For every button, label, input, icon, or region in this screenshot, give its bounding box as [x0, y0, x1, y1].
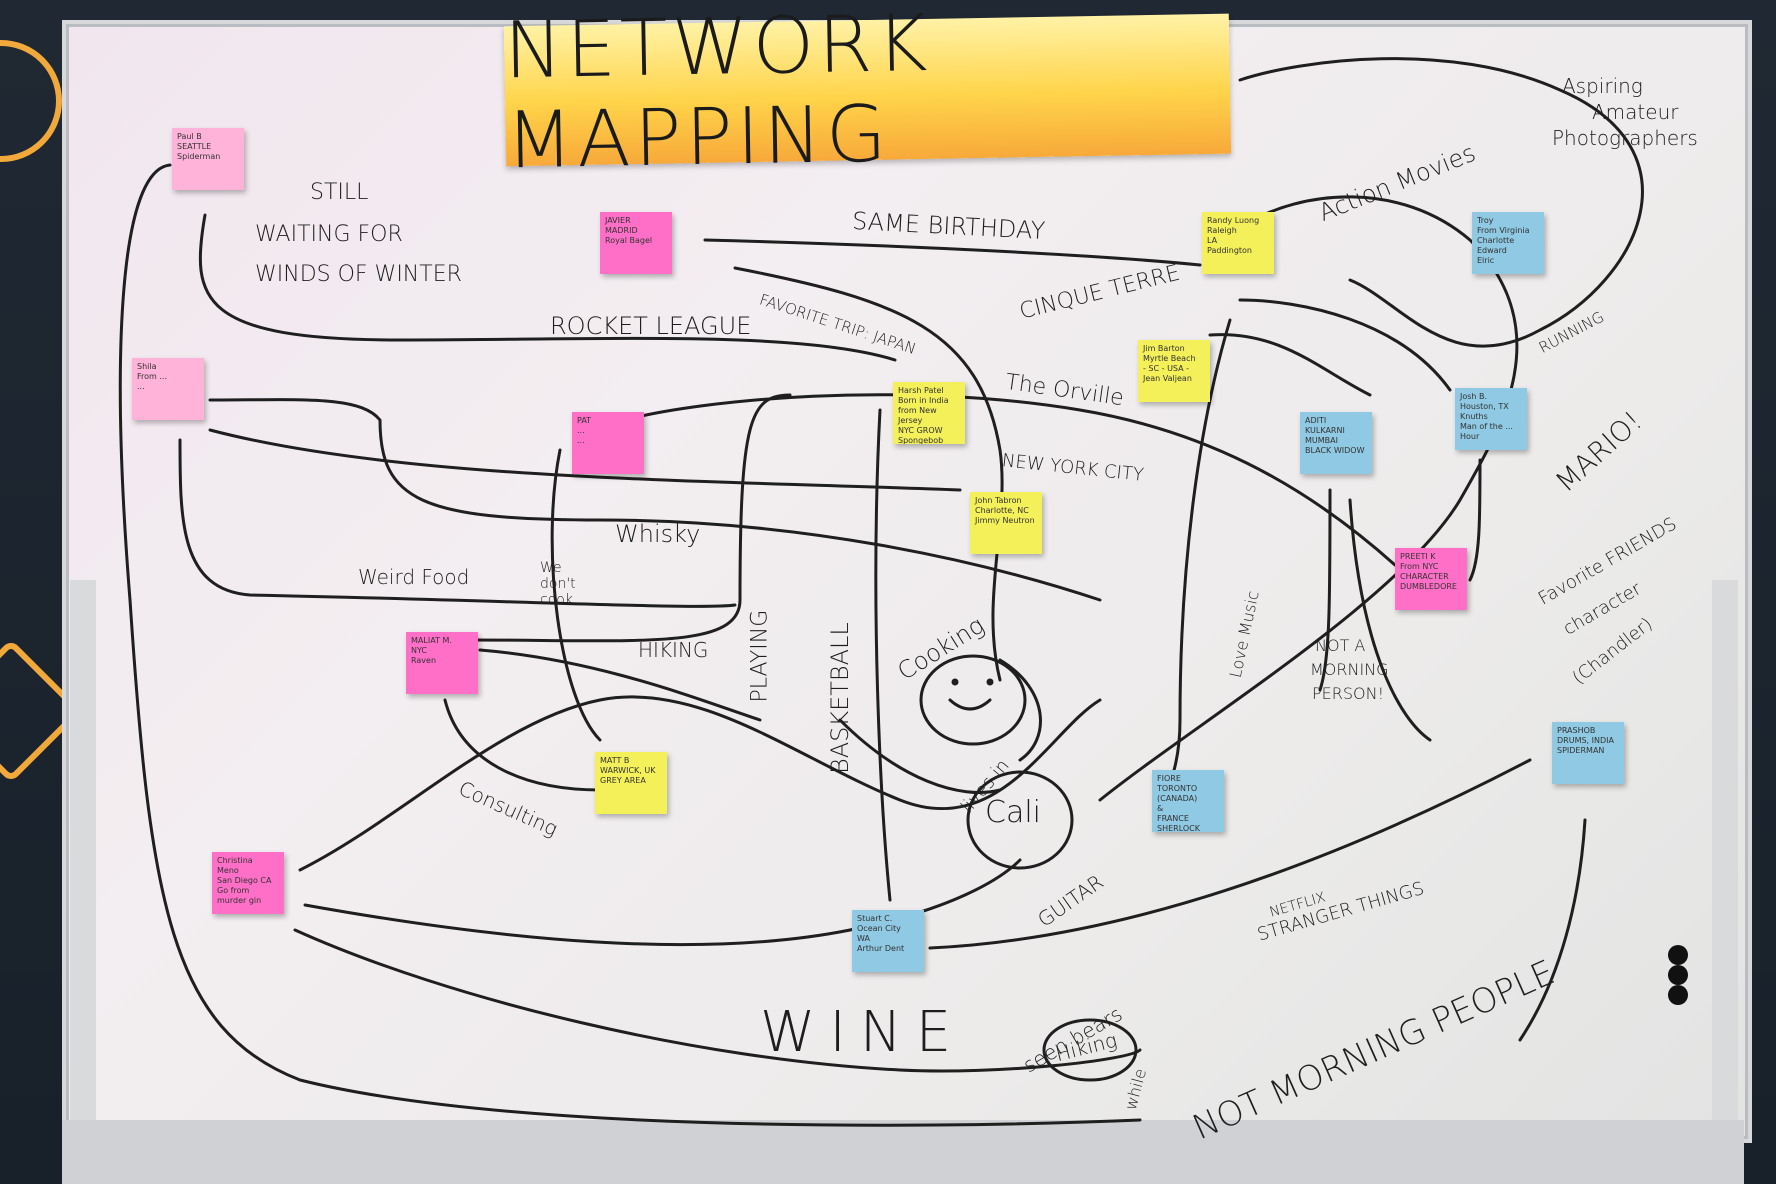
label-still: STILL [310, 180, 369, 205]
label-we-dont-cook: We don't cook [540, 560, 576, 608]
banner-title: NETWORK MAPPING [503, 0, 933, 187]
label-winds-of-winter: WINDS OF WINTER [255, 262, 462, 287]
label-waiting-for: WAITING FOR [255, 222, 403, 247]
label-rocket-league: ROCKET LEAGUE [550, 312, 752, 340]
board-bottom-tray [62, 1120, 1744, 1184]
label-cali: Cali [985, 795, 1042, 830]
sticky-note-troy: Troy From Virginia Charlotte Edward Elri… [1472, 212, 1544, 274]
board-magnet [1668, 985, 1688, 1005]
sticky-note-josh: Josh B. Houston, TX Knuths Man of the ..… [1455, 388, 1527, 450]
sticky-note-john: John Tabron Charlotte, NC Jimmy Neutron [970, 492, 1042, 554]
sticky-note-maliat: MALIAT M. NYC Raven [406, 632, 478, 694]
sticky-note-javier: JAVIER MADRID Royal Bagel [600, 212, 672, 274]
label-weird-food: Weird Food [358, 565, 470, 589]
sticky-note-randy: Randy Luong Raleigh LA Paddington [1202, 212, 1274, 274]
board-magnet [1668, 965, 1688, 985]
label-wine: WINE [760, 1000, 966, 1065]
label-aspiring: Aspiring [1562, 74, 1643, 98]
label-basketball: BASKETBALL [826, 622, 854, 774]
sticky-note-christina: Christina Meno San Diego CA Go from murd… [212, 852, 284, 914]
label-hiking: HIKING [638, 638, 709, 662]
sticky-note-matt: MATT B WARWICK, UK GREY AREA [595, 752, 667, 814]
sticky-note-shila: Shila From ... ... [132, 358, 204, 420]
label-whisky: Whisky [615, 520, 701, 548]
label-playing: PLAYING [747, 609, 773, 703]
label-not-a: NOT A [1315, 636, 1366, 655]
label-amateur: Amateur [1592, 100, 1679, 124]
sticky-note-jim: Jim Barton Myrtle Beach - SC - USA - Jea… [1138, 340, 1210, 402]
sticky-note-aditi: ADITI KULKARNI MUMBAI BLACK WIDOW [1300, 412, 1372, 474]
sticky-note-paul: Paul B SEATTLE Spiderman [172, 128, 244, 190]
label-person: PERSON! [1312, 684, 1385, 703]
sticky-note-preeti: PREETI K From NYC CHARACTER DUMBLEDORE [1395, 548, 1467, 610]
network-mapping-banner: NETWORK MAPPING [503, 0, 1232, 186]
board-stand-right [1712, 580, 1738, 1184]
sticky-note-harsh: Harsh Patel Born in India from New Jerse… [893, 382, 965, 444]
sticky-note-pat: PAT ... ... [572, 412, 644, 474]
sticky-note-stuart: Stuart C. Ocean City WA Arthur Dent [852, 910, 924, 972]
board-stand-left [70, 580, 96, 1184]
board-magnet [1668, 945, 1688, 965]
sticky-note-prashob: PRASHOB DRUMS, INDIA SPIDERMAN [1552, 722, 1624, 784]
label-morning: MORNING [1310, 660, 1389, 679]
label-photographers: Photographers [1552, 126, 1698, 150]
sticky-note-fiore: FIORE TORONTO (CANADA) & FRANCE SHERLOCK… [1152, 770, 1224, 832]
